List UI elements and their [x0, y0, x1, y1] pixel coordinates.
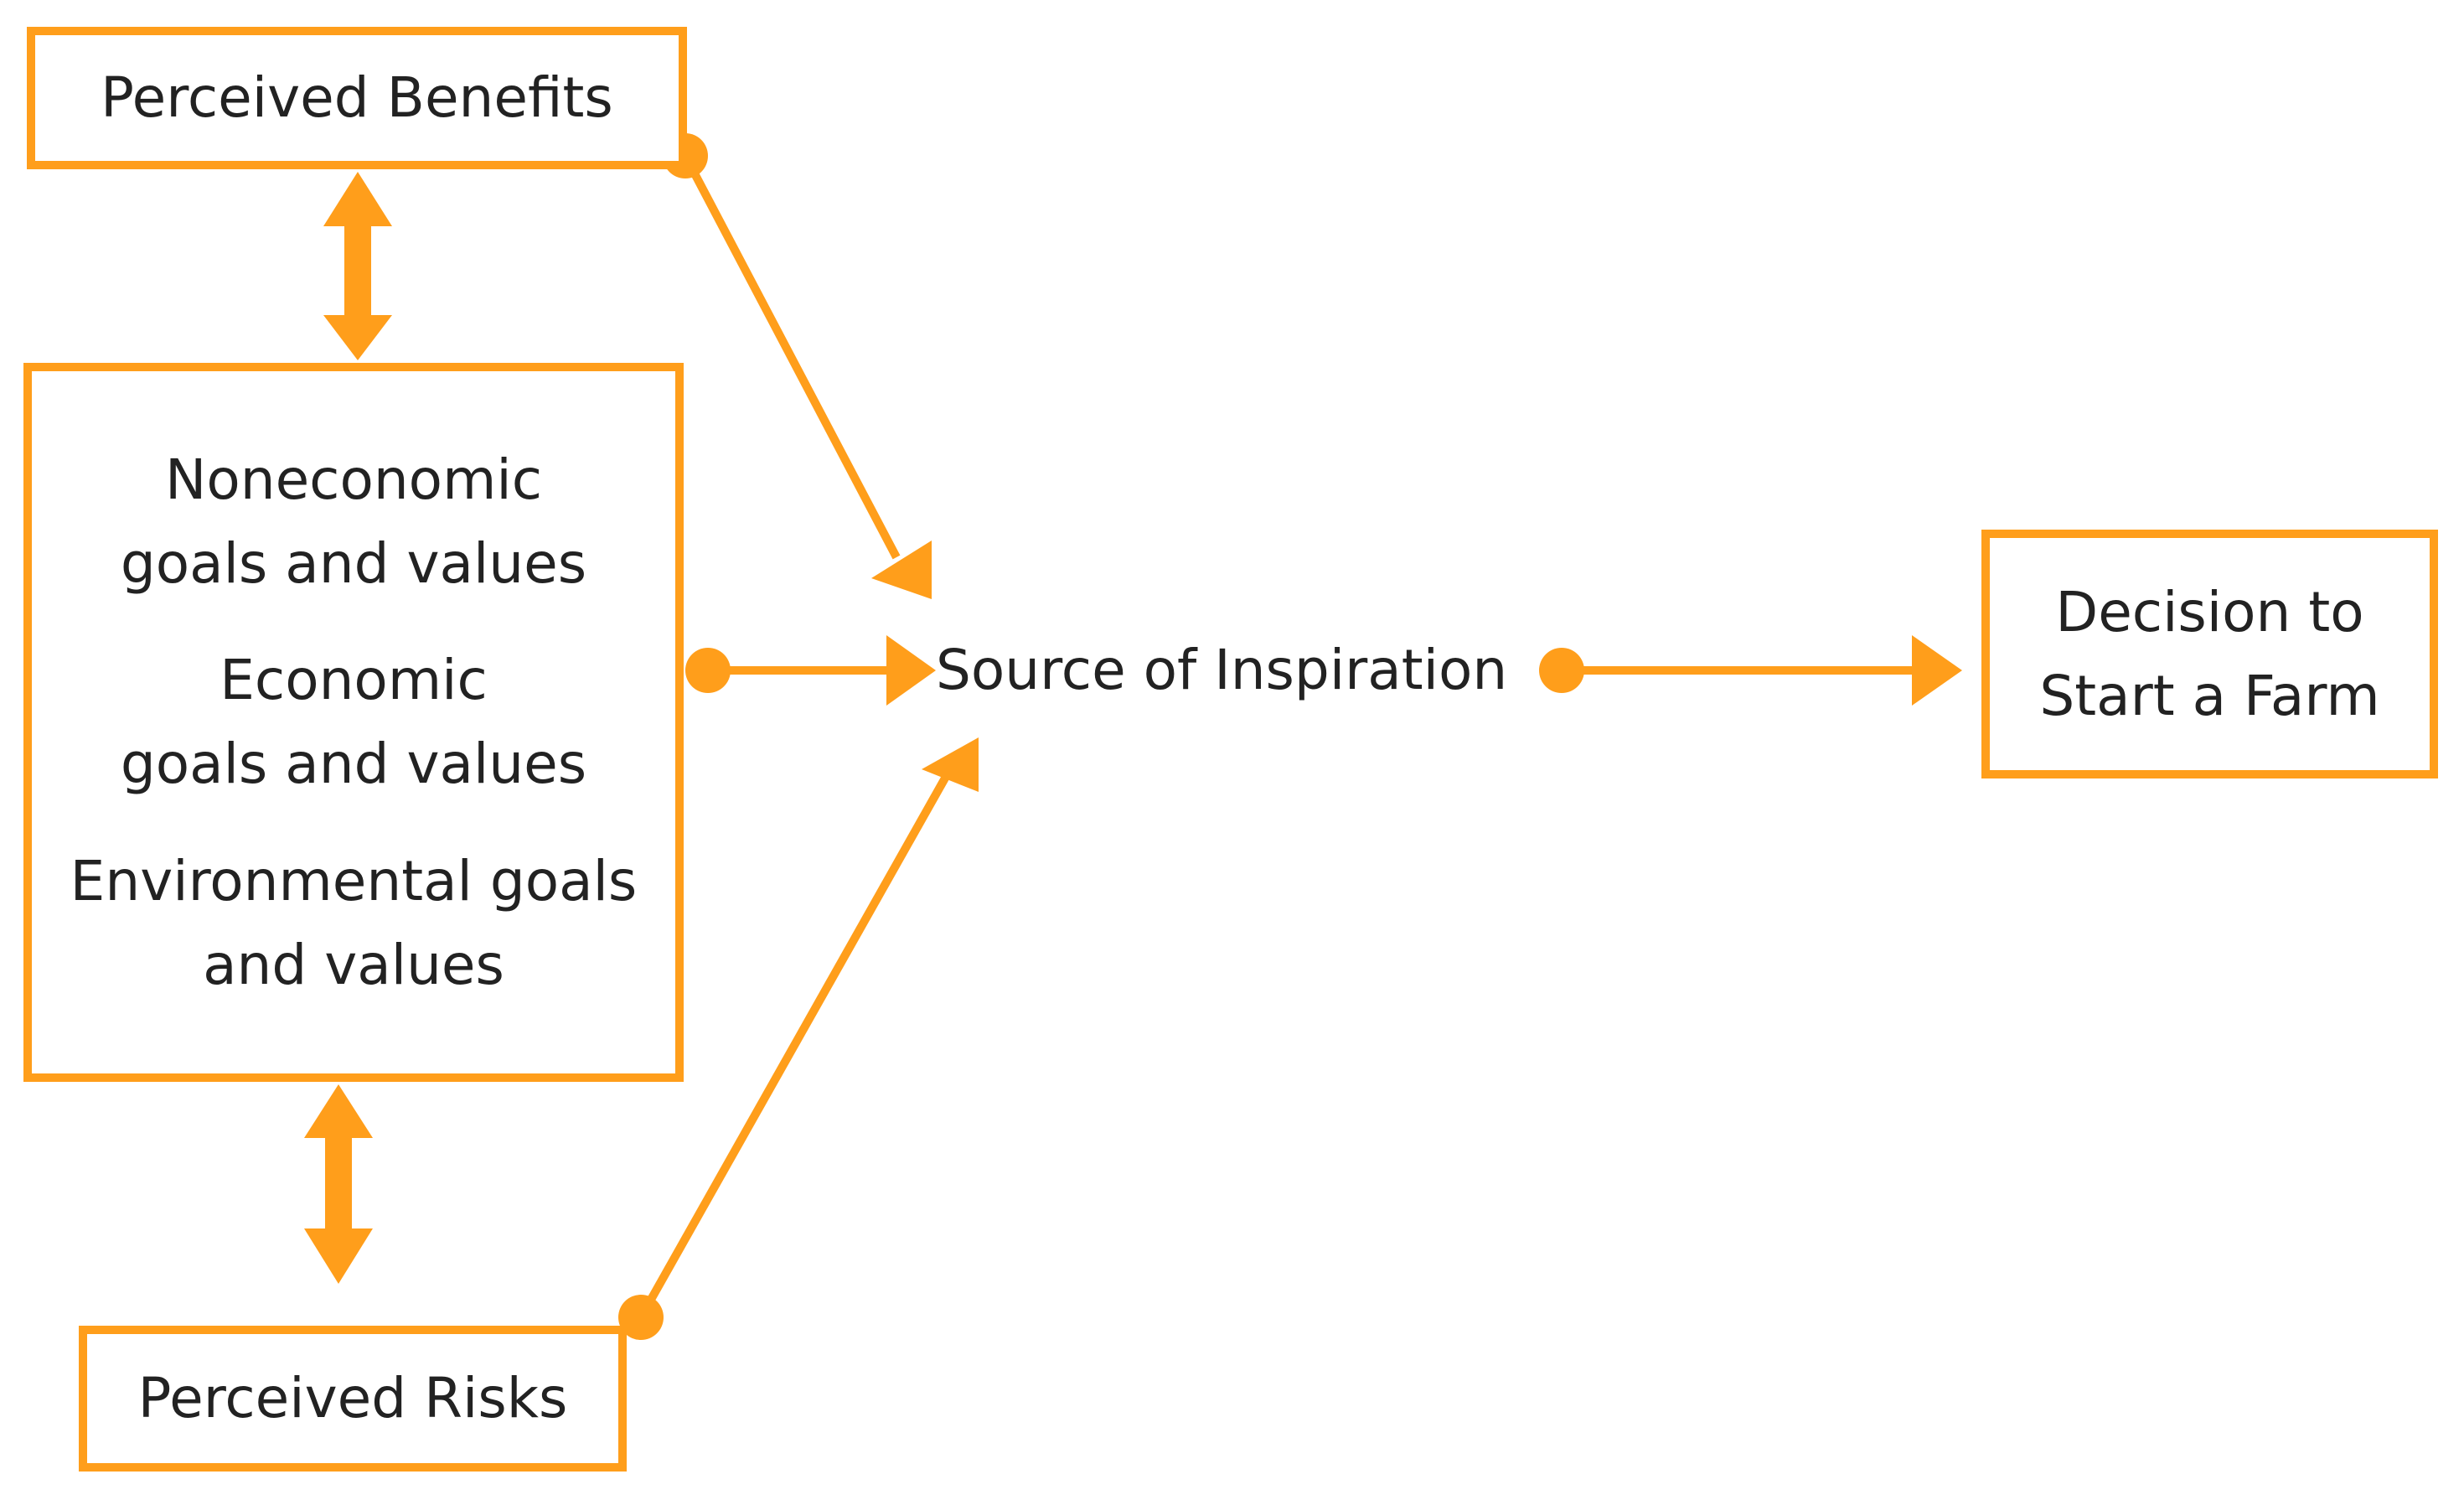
noneconomic-goals-group: Noneconomic goals and values [121, 438, 586, 606]
goals-and-values-box: Noneconomic goals and values Economic go… [23, 363, 684, 1082]
double-arrow-benefits-goals [323, 172, 392, 360]
environmental-goals-group: Environmental goals and values [70, 840, 638, 1007]
perceived-risks-box: Perceived Risks [79, 1326, 627, 1472]
economic-sublabel: goals and values [120, 732, 587, 796]
source-of-inspiration-label: Source of Inspiration [936, 638, 1508, 702]
perceived-benefits-label: Perceived Benefits [101, 65, 613, 130]
perceived-risks-label: Perceived Risks [137, 1366, 568, 1430]
connector-risks-source [618, 737, 979, 1340]
decision-label-line1: Decision to [2055, 579, 2364, 644]
noneconomic-sublabel: goals and values [120, 530, 587, 596]
decision-box: Decision to Start a Farm [1981, 530, 2438, 778]
source-of-inspiration-node: Source of Inspiration [936, 628, 1508, 712]
connector-goals-source [685, 635, 936, 706]
connector-benefits-source [663, 133, 932, 599]
environmental-label: Environmental goals [70, 848, 638, 913]
connector-source-decision [1539, 635, 1962, 706]
double-arrow-goals-risks [304, 1084, 373, 1284]
decision-label-line2: Start a Farm [2039, 663, 2380, 728]
economic-goals-group: Economic goals and values [121, 639, 586, 806]
noneconomic-label: Noneconomic [165, 447, 542, 512]
economic-label: Economic [220, 648, 488, 712]
environmental-sublabel: and values [203, 932, 504, 997]
perceived-benefits-box: Perceived Benefits [27, 27, 687, 169]
